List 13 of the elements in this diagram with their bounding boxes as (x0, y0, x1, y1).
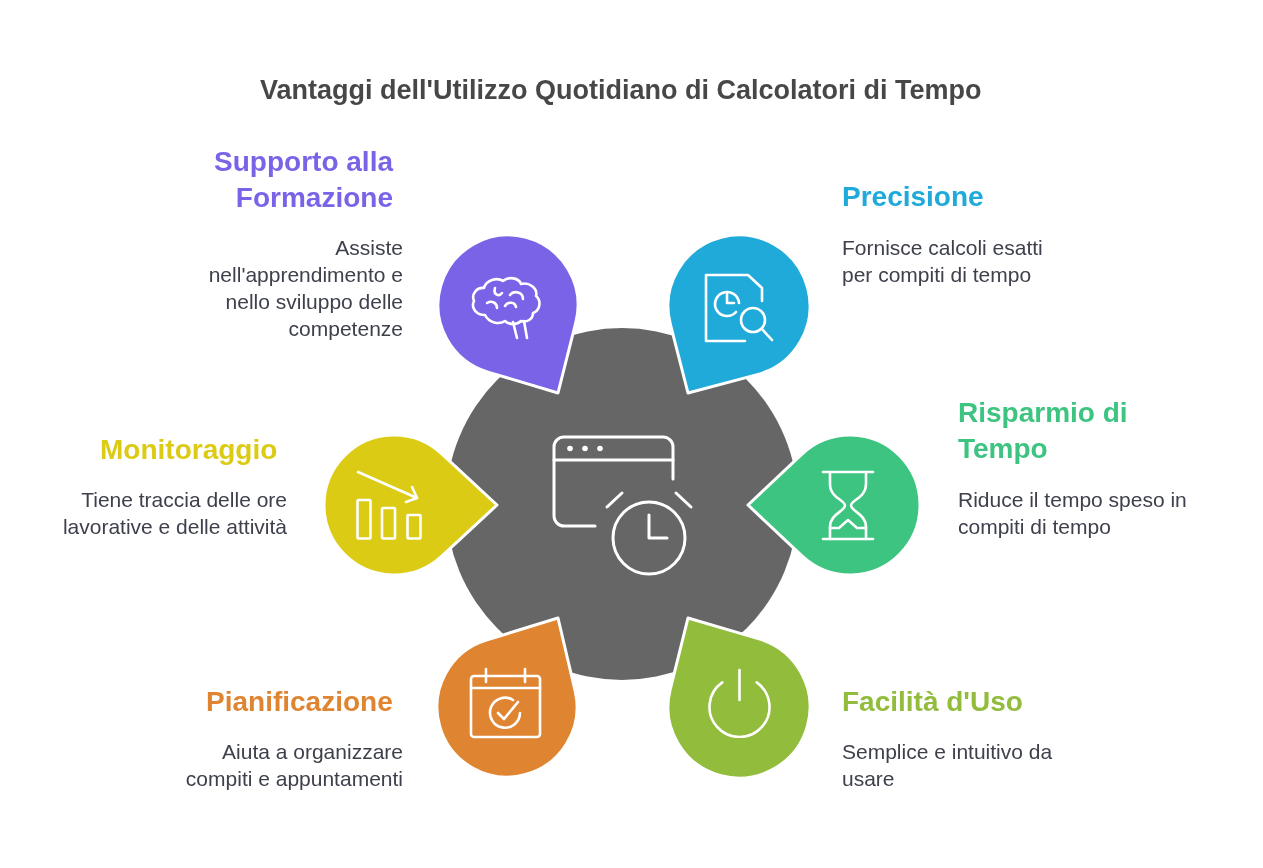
benefit-description: Aiuta a organizzare compiti e appuntamenti (184, 739, 403, 792)
benefit-title: Supporto alla Formazione (213, 145, 393, 215)
benefit-description: Assiste nell'apprendimento e nello sviluppo delle competenze (207, 235, 403, 342)
benefit-description: Fornisce calcoli esatti per compiti di tempo (842, 235, 1044, 288)
benefit-description: Riduce il tempo speso in compiti di tempo (958, 487, 1188, 540)
benefit-title: Monitoraggio (100, 433, 278, 467)
benefit-description: Semplice e intuitivo da usare (842, 739, 1054, 792)
benefit-title: Risparmio di Tempo (958, 396, 1129, 466)
benefit-title: Precisione (842, 180, 984, 214)
benefit-title: Pianificazione (206, 685, 393, 719)
diagram-title: Vantaggi dell'Utilizzo Quotidiano di Calcolatori di Tempo (260, 74, 982, 107)
benefit-title: Facilità d'Uso (842, 685, 1023, 719)
benefit-description: Tiene traccia delle ore lavorative e delle attività (61, 487, 287, 540)
